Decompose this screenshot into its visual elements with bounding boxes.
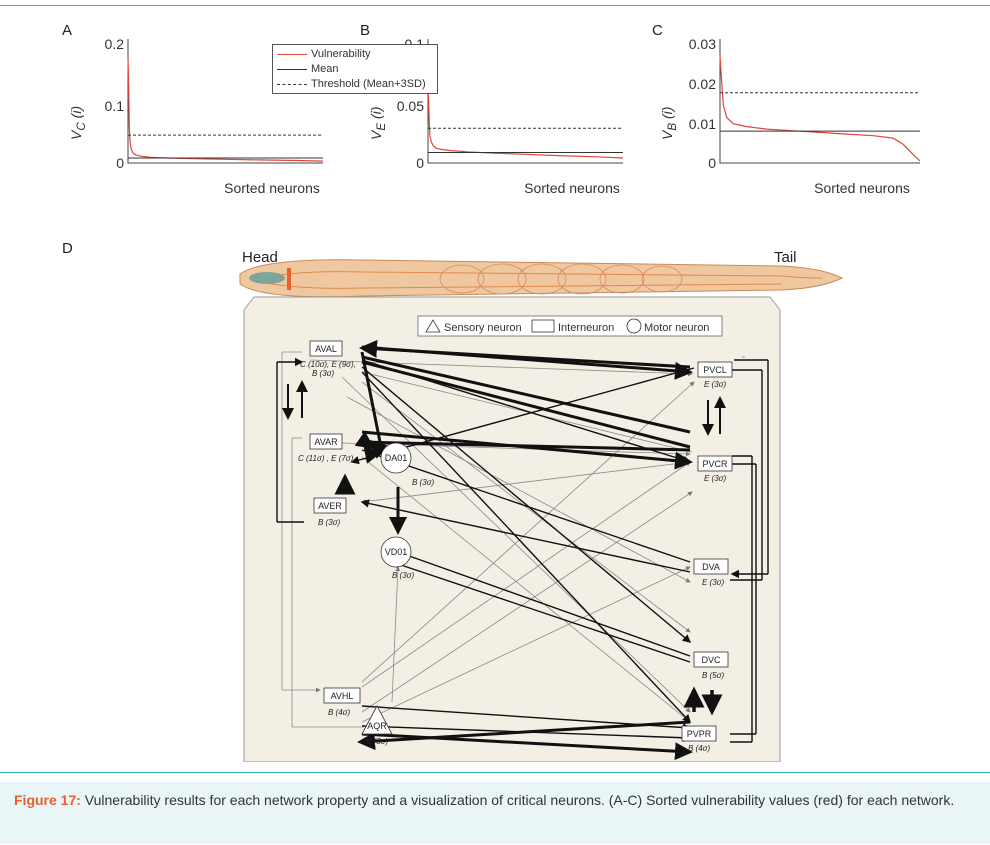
- svg-text:VD01: VD01: [385, 547, 408, 557]
- diagram-legend: Sensory neuron Interneuron Motor neuron: [417, 315, 723, 337]
- svg-text:PVPR: PVPR: [687, 729, 712, 739]
- legend-vulnerability: Vulnerability: [273, 47, 371, 61]
- node-avar: AVAR C (11σ) , E (7σ): [298, 433, 354, 463]
- svg-text:Motor neuron: Motor neuron: [644, 322, 709, 334]
- svg-text:AQR: AQR: [367, 721, 387, 731]
- caption-body: Vulnerability results for each network p…: [80, 792, 955, 808]
- series-vulnerability-A: [127, 57, 324, 162]
- node-avhl: AVHL B (4σ): [323, 687, 361, 717]
- panel-d-letter: D: [62, 240, 73, 257]
- svg-text:Interneuron: Interneuron: [558, 322, 614, 334]
- figure-caption: Figure 17: Vulnerability results for eac…: [0, 782, 990, 844]
- svg-text:B (4σ): B (4σ): [688, 744, 710, 753]
- svg-text:B (3σ): B (3σ): [318, 518, 340, 527]
- node-da01: DA01 B (3σ): [380, 442, 434, 487]
- caption-label: Figure 17:: [14, 792, 81, 808]
- triangle-icon: [425, 319, 441, 333]
- legend-threshold: Threshold (Mean+3SD): [273, 77, 426, 91]
- top-rule: [0, 5, 990, 6]
- svg-text:AVAR: AVAR: [314, 437, 338, 447]
- chart-legend: Vulnerability Mean Threshold (Mean+3SD): [272, 44, 438, 94]
- panel-b-letter: B: [360, 22, 371, 39]
- svg-text:E (3σ): E (3σ): [702, 578, 724, 587]
- panel-c-xlabel: Sorted neurons: [814, 180, 910, 196]
- svg-text:C (10σ), E (9σ),: C (10σ), E (9σ),: [300, 360, 356, 369]
- rectangle-icon: [531, 319, 555, 333]
- svg-text:DA01: DA01: [385, 453, 408, 463]
- svg-text:PVCL: PVCL: [703, 365, 727, 375]
- svg-text:B (3σ): B (3σ): [366, 737, 388, 746]
- panel-a-xlabel: Sorted neurons: [224, 180, 320, 196]
- panel-a-tick-0: 0.2: [104, 36, 124, 52]
- panel-a-tick-1: 0.1: [104, 98, 124, 114]
- svg-text:AVAL: AVAL: [315, 344, 337, 354]
- svg-text:B (3σ): B (3σ): [312, 369, 334, 378]
- network-diagram: Head Tail Sensory neuron Interneuron Mot…: [239, 249, 844, 762]
- node-pvpr: PVPR B (4σ): [681, 725, 717, 753]
- caption-rule: [0, 772, 990, 773]
- svg-text:B (4σ): B (4σ): [328, 708, 350, 717]
- worm-illustration: [239, 259, 844, 298]
- head-label: Head: [242, 249, 278, 266]
- panel-b-tick-2: 0: [416, 155, 424, 171]
- panel-c-tick-1: 0.02: [688, 76, 716, 92]
- node-pvcr: PVCR E (3σ): [697, 455, 733, 483]
- svg-text:DVC: DVC: [701, 655, 721, 665]
- node-aver: AVER B (3σ): [313, 497, 347, 527]
- diagram-edges: [276, 339, 769, 761]
- node-dvc: DVC B (5σ): [693, 651, 729, 680]
- svg-text:PVCR: PVCR: [702, 459, 728, 469]
- caption-text: Figure 17: Vulnerability results for eac…: [14, 790, 976, 811]
- node-aqr: AQR B (3σ): [361, 705, 393, 746]
- tail-label: Tail: [774, 249, 797, 266]
- series-vulnerability-B: [427, 76, 624, 159]
- panel-c-letter: C: [652, 22, 663, 39]
- node-pvcl: PVCL E (3σ): [697, 361, 733, 389]
- diagram-background: [243, 296, 781, 762]
- panel-b-tick-1: 0.05: [396, 98, 424, 114]
- svg-text:E (3σ): E (3σ): [704, 380, 726, 389]
- panel-a-tick-2: 0: [116, 155, 124, 171]
- svg-text:B (3σ): B (3σ): [392, 571, 414, 580]
- figure-panel: A B C D VC (i) VE (i) VB (i) 0.2 0.1 0 0…: [62, 22, 930, 762]
- panel-a-letter: A: [62, 22, 73, 39]
- svg-text:C (11σ) , E (7σ): C (11σ) , E (7σ): [298, 454, 354, 463]
- panel-c-tick-0: 0.03: [688, 36, 716, 52]
- svg-text:B (3σ): B (3σ): [412, 478, 434, 487]
- legend-mean: Mean: [273, 62, 339, 76]
- node-aval: AVAL C (10σ), E (9σ), B (3σ): [300, 340, 356, 378]
- svg-text:AVER: AVER: [318, 501, 342, 511]
- svg-text:AVHL: AVHL: [331, 691, 354, 701]
- panel-c-tick-2: 0.01: [688, 116, 716, 132]
- panel-c-tick-3: 0: [708, 155, 716, 171]
- svg-text:E (3σ): E (3σ): [704, 474, 726, 483]
- svg-text:B (5σ): B (5σ): [702, 671, 724, 680]
- svg-text:DVA: DVA: [702, 562, 720, 572]
- panel-b-xlabel: Sorted neurons: [524, 180, 620, 196]
- axis-C: [719, 39, 920, 164]
- circle-icon: [626, 318, 642, 334]
- svg-text:Sensory neuron: Sensory neuron: [444, 322, 522, 334]
- node-vd01: VD01 B (3σ): [380, 536, 414, 580]
- node-dva: DVA E (3σ): [693, 558, 729, 587]
